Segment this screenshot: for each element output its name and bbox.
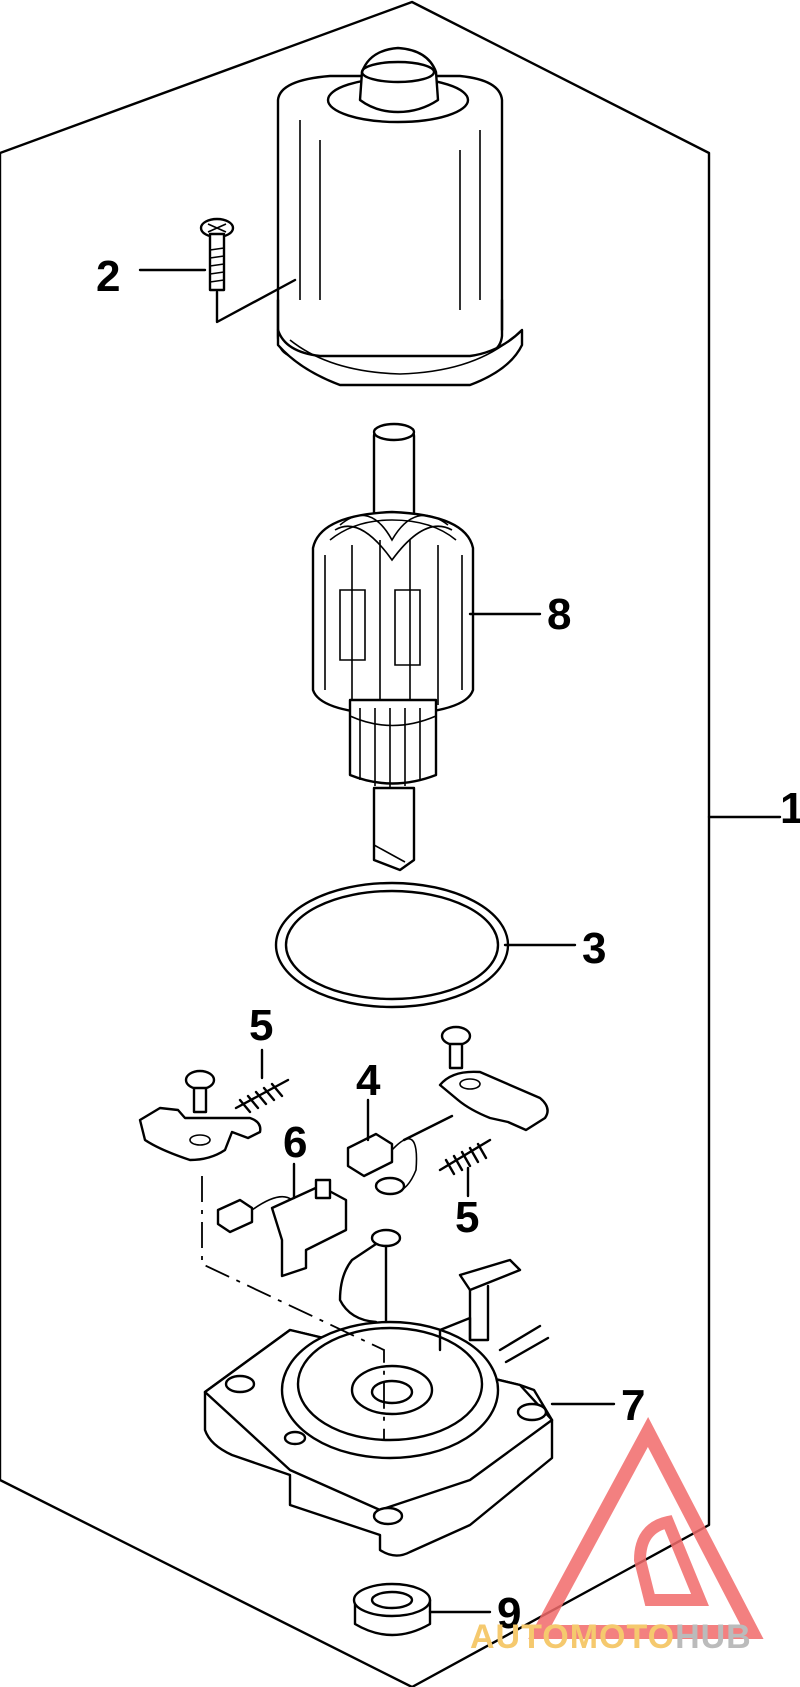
o-ring xyxy=(274,881,510,1009)
callout-1: 1 xyxy=(780,784,800,833)
brush-holder-right xyxy=(438,1070,549,1132)
callout-6: 6 xyxy=(283,1118,307,1167)
brush-spring-left xyxy=(234,1078,290,1114)
motor-housing xyxy=(276,46,524,387)
end-cap xyxy=(203,1316,554,1557)
housing-screw xyxy=(199,217,297,324)
plate-screw-right xyxy=(440,1025,472,1070)
watermark-logo-icon xyxy=(528,1417,764,1639)
callout-7: 7 xyxy=(621,1381,645,1430)
assembly-outline xyxy=(0,0,711,1687)
terminal-lead xyxy=(338,1228,550,1364)
callout-8: 8 xyxy=(547,590,571,639)
leader-lines xyxy=(138,268,782,1614)
bearing xyxy=(352,1582,432,1637)
brush-spring-right xyxy=(438,1138,492,1176)
carbon-brush-left xyxy=(216,1178,348,1278)
carbon-brush-right xyxy=(346,1114,454,1196)
callout-5-left: 5 xyxy=(249,1001,273,1050)
callout-5-right: 5 xyxy=(455,1193,479,1242)
alignment-line xyxy=(201,1176,385,1440)
watermark: AUTOMOTOHUB xyxy=(470,1417,764,1656)
watermark-text-hub: HUB xyxy=(675,1618,752,1656)
svg-text:AUTOMOTOHUB: AUTOMOTOHUB xyxy=(470,1618,752,1656)
watermark-text-automoto: AUTOMOTO xyxy=(470,1618,675,1656)
brush-holder-left xyxy=(138,1106,262,1162)
plate-screw-left xyxy=(184,1069,216,1114)
callout-9: 9 xyxy=(497,1589,521,1638)
callout-3: 3 xyxy=(582,924,606,973)
armature xyxy=(311,422,475,872)
callout-4: 4 xyxy=(356,1056,381,1105)
callout-2: 2 xyxy=(96,252,120,301)
